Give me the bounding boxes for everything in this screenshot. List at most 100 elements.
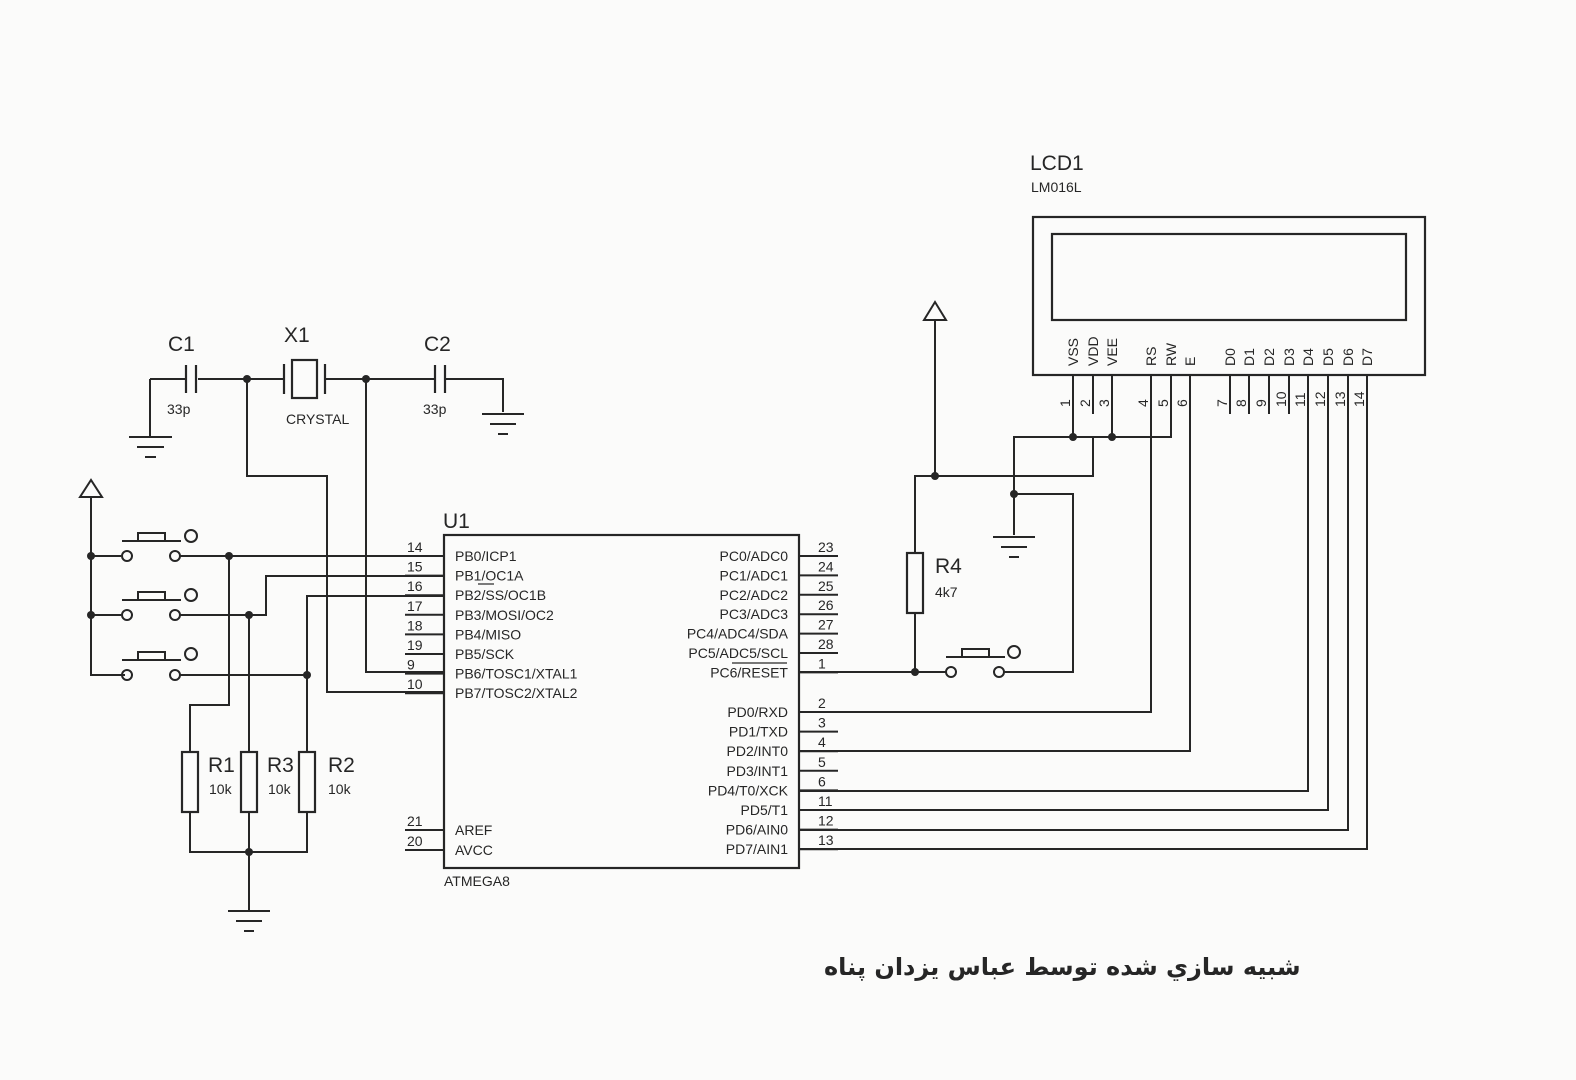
junction — [1010, 490, 1018, 498]
ground-symbol — [228, 910, 270, 932]
mcu-pins: 14PB0/ICP115PB1/OC1A16PB2/SS/OC1B17PB3/M… — [405, 539, 838, 858]
mcu-pin-number: 3 — [818, 715, 826, 731]
lcd-screen — [1050, 232, 1408, 322]
lcd-pin-number: 9 — [1253, 399, 1269, 407]
mcu-pin-number: 1 — [818, 655, 826, 671]
mcu-pin-number: 19 — [407, 637, 423, 653]
osc-wire — [150, 378, 504, 412]
d6-wire — [799, 395, 1349, 831]
lcd-pin-name: D6 — [1340, 348, 1356, 366]
r2-body — [297, 750, 317, 814]
junction — [87, 611, 95, 619]
rs-wire — [799, 395, 1152, 713]
mcu-pin-number: 10 — [407, 676, 423, 692]
e-wire — [799, 395, 1191, 752]
lcd-pin-name: D7 — [1359, 348, 1375, 366]
r2-value: 10k — [328, 781, 352, 797]
lcd-pin-name: RS — [1143, 347, 1159, 366]
caption: شبیه سازي شده توسط عباس یزدان پناه — [824, 953, 1301, 981]
mcu-pin-number: 11 — [818, 793, 833, 809]
lcd-pin-number: 8 — [1233, 399, 1249, 407]
mcu-pin-name: PC5/ADC5/SCL — [688, 645, 788, 661]
x1-ref: X1 — [284, 324, 310, 347]
ground-symbol — [129, 436, 172, 458]
mcu-pin-name: PB7/TOSC2/XTAL2 — [455, 685, 578, 701]
junction — [243, 375, 251, 383]
lcd-pin-name: VEE — [1104, 338, 1120, 366]
oscillator-section: C1 33p X1 CRYSTAL C2 33p — [129, 324, 524, 693]
mcu-body — [442, 533, 801, 870]
lcd-pin-name: E — [1182, 357, 1198, 366]
lcd-pin-name: D3 — [1281, 348, 1297, 366]
junction — [1108, 433, 1116, 441]
mcu-pin-name: PC3/ADC3 — [720, 606, 789, 622]
lcd-pin-number: 13 — [1332, 391, 1348, 407]
mcu-pin-name: PC1/ADC1 — [720, 567, 789, 583]
reset-ground-wire — [1004, 493, 1074, 673]
vcc-branch — [91, 555, 121, 616]
mcu-ref: U1 — [443, 510, 470, 533]
mcu-pin-name: PB6/TOSC1/XTAL1 — [455, 666, 578, 682]
mcu: U1 ATMEGA8 14PB0/ICP115PB1/OC1A16PB2/SS/… — [405, 510, 838, 889]
r1-ref: R1 — [208, 754, 235, 777]
mcu-pin-number: 13 — [818, 832, 834, 848]
junction — [1069, 433, 1077, 441]
junction — [245, 848, 253, 856]
vcc-rail — [90, 497, 125, 676]
mcu-pin-name: PD2/INT0 — [727, 743, 789, 759]
mcu-pin-name: PD5/T1 — [741, 802, 789, 818]
mcu-pin-name: AVCC — [455, 842, 493, 858]
lcd-pin-number: 1 — [1057, 399, 1073, 407]
mcu-pin-number: 23 — [818, 539, 834, 555]
lcd-ref: LCD1 — [1030, 152, 1084, 175]
c1-ref: C1 — [168, 333, 195, 356]
mcu-pin-number: 5 — [818, 754, 826, 770]
mcu-pin-name: PD7/AIN1 — [726, 841, 788, 857]
ground-symbol — [993, 536, 1035, 558]
mcu-pin-name: PD3/INT1 — [727, 763, 789, 779]
mcu-pin-number: 24 — [818, 558, 834, 574]
lcd-pin-name: D0 — [1222, 348, 1238, 366]
mcu-pin-number: 20 — [407, 833, 423, 849]
mcu-pin-number: 6 — [818, 773, 826, 789]
lcd-pin-number: 3 — [1096, 399, 1112, 407]
lcd-pin-number: 11 — [1292, 392, 1308, 407]
mcu-pin-number: 27 — [818, 617, 834, 633]
pb1-wire — [180, 575, 444, 616]
mcu-pin-number: 9 — [407, 657, 415, 673]
pb2-wire — [180, 595, 444, 676]
r1-body — [180, 750, 200, 814]
d7-wire — [799, 395, 1368, 850]
reset-wire — [799, 613, 946, 673]
mcu-pin-name: AREF — [455, 822, 492, 838]
vcc-arrow-icon — [78, 478, 104, 498]
r3-value: 10k — [268, 781, 292, 797]
lcd-part: LM016L — [1031, 179, 1082, 195]
mcu-pin-number: 12 — [818, 813, 834, 829]
junction — [362, 375, 370, 383]
r1-wire — [189, 556, 230, 752]
mcu-pin-number: 21 — [407, 813, 423, 829]
mcu-pin-name: PB2/SS/OC1B — [455, 587, 546, 603]
lcd-pin-number: 2 — [1077, 399, 1093, 407]
c1-value: 33p — [167, 401, 191, 417]
r4-body — [905, 551, 925, 615]
mcu-pin-name: PB4/MISO — [455, 626, 521, 642]
lcd-pin-name: D5 — [1320, 348, 1336, 366]
ground-symbol — [482, 413, 524, 435]
lcd-pin-name: VDD — [1085, 336, 1101, 366]
lcd-pin-number: 14 — [1351, 391, 1367, 407]
vcc-reset-wire — [914, 320, 936, 553]
junction — [87, 552, 95, 560]
lcd-pin-number: 4 — [1135, 399, 1151, 407]
mcu-pin-number: 17 — [407, 598, 423, 614]
lcd-pin-number: 12 — [1312, 391, 1328, 407]
r4-value: 4k7 — [935, 584, 958, 600]
mcu-pin-name: PC6/RESET — [710, 664, 788, 680]
r2-ref: R2 — [328, 754, 355, 777]
data-lines — [799, 395, 1368, 850]
mcu-pin-name: PD4/T0/XCK — [708, 782, 789, 798]
mcu-pin-number: 26 — [818, 597, 834, 613]
junction — [911, 668, 919, 676]
